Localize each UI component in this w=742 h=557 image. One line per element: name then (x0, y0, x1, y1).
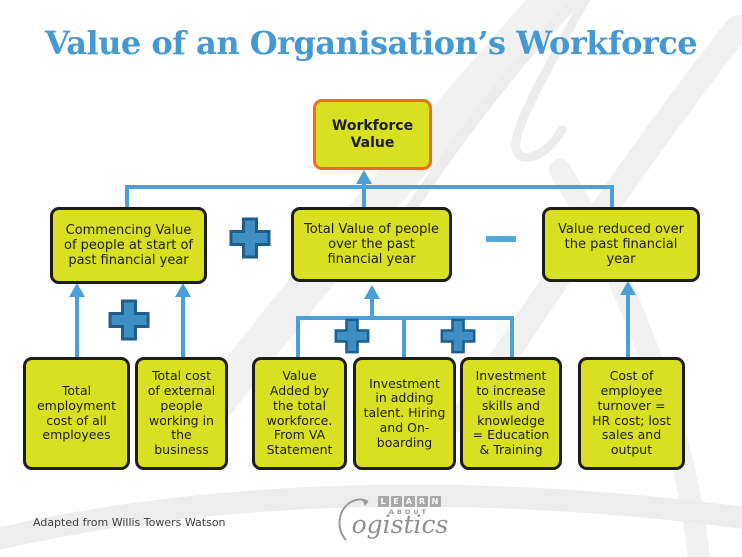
node-investment-talent: Investment in adding talent. Hiring and … (353, 357, 456, 470)
logo-learn-tiles: L E A R N (348, 496, 470, 507)
minus-icon (486, 236, 516, 242)
node-investment-skills: Investment to increase skills and knowle… (460, 357, 562, 470)
node-value-reduced: Value reduced over the past financial ye… (542, 207, 700, 282)
arrowheads (69, 170, 636, 299)
logo-about-text: ABOUT (388, 508, 430, 516)
top-bus-line (125, 185, 614, 210)
logo-script-text: ogistics (351, 510, 449, 539)
arrow-up-icon (356, 170, 372, 184)
plus-icon (108, 299, 150, 341)
logo-letter-tile: A (403, 496, 415, 507)
attribution-text: Adapted from Willis Towers Watson (33, 516, 226, 529)
logo-letter-tile: N (429, 496, 441, 507)
arrow-up-icon (364, 285, 380, 299)
plus-icon (440, 318, 476, 354)
plus-icon (229, 217, 271, 259)
node-total-employment-cost: Total employment cost of all employees (23, 357, 130, 470)
arrow-up-icon (69, 283, 85, 297)
arrow-up-icon (620, 281, 636, 295)
mid-bus-line (296, 316, 514, 358)
learn-about-logistics-logo: L E A R N ABOUT ogistics (330, 496, 470, 541)
logo-letter-tile: R (416, 496, 428, 507)
node-turnover-cost: Cost of employee turnover = HR cost; los… (578, 357, 685, 470)
logo-letter-tile: E (390, 496, 402, 507)
node-workforce-value: Workforce Value (313, 99, 432, 170)
node-value-added: Value Added by the total workforce. From… (252, 357, 347, 470)
logo-logistics-script: ogistics (330, 498, 470, 541)
logo-swoosh-icon (338, 498, 369, 541)
logo-letter-tile: L (377, 496, 389, 507)
page-title: Value of an Organisation’s Workforce (44, 24, 698, 62)
node-total-value: Total Value of people over the past fina… (291, 207, 452, 282)
node-external-people-cost: Total cost of external people working in… (135, 357, 228, 470)
node-commencing-value: Commencing Value of people at start of p… (50, 207, 207, 284)
arrow-up-icon (175, 283, 191, 297)
plus-icon (334, 318, 370, 354)
